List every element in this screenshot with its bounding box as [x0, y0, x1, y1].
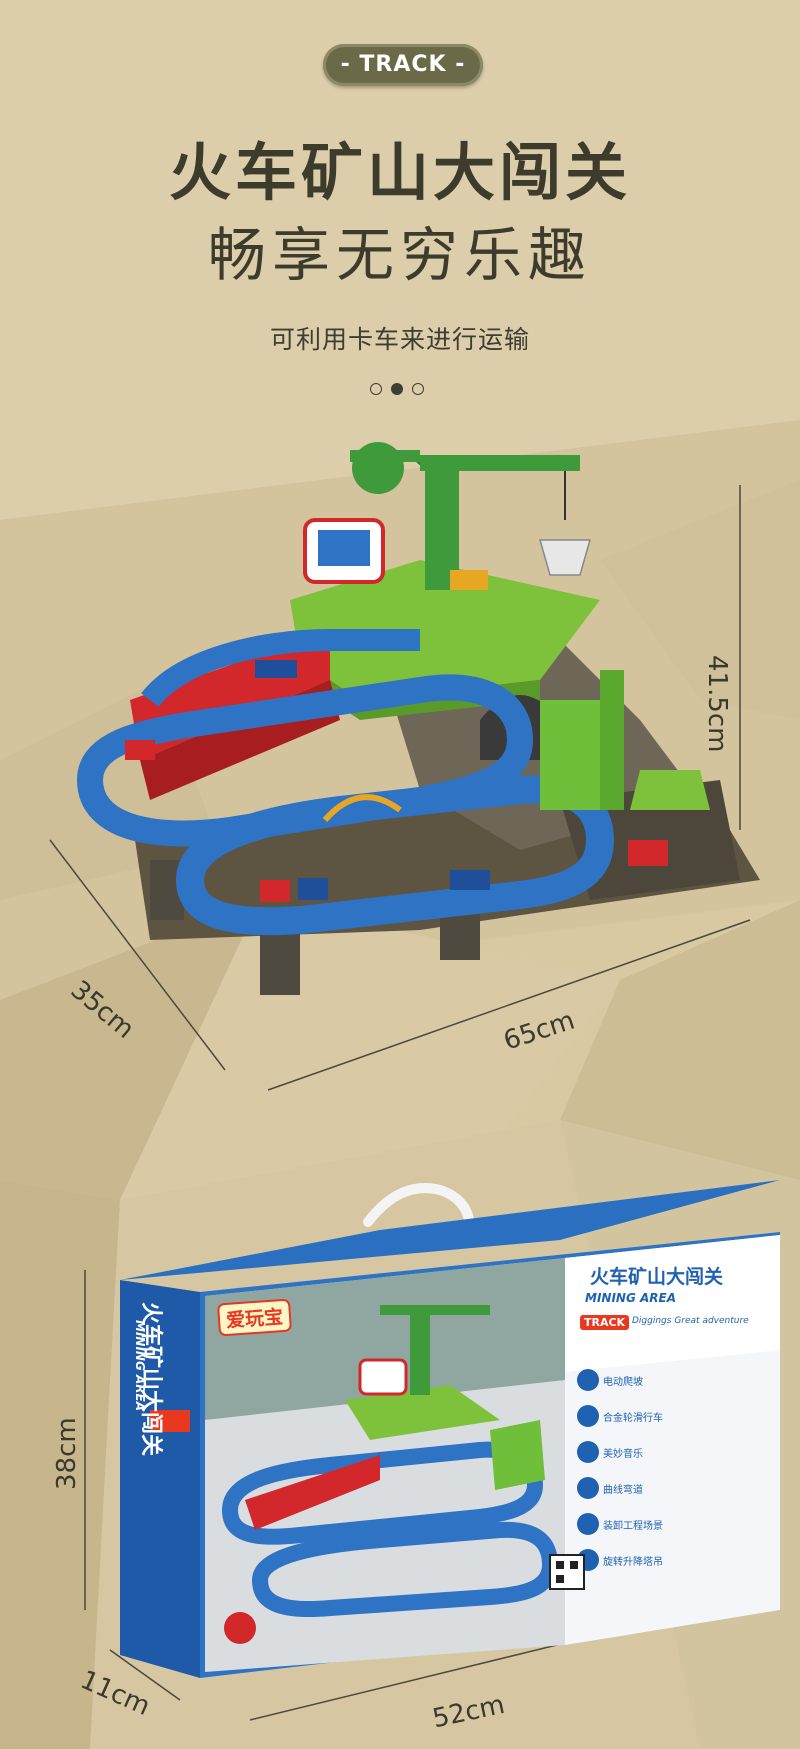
- toy-playset: [76, 442, 760, 995]
- carousel-dot[interactable]: [412, 383, 424, 395]
- box-side-subtitle: MINING AREA: [133, 1320, 147, 1411]
- headline-title: 火车矿山大闯关: [168, 136, 631, 209]
- headline-caption: 可利用卡车来进行运输: [269, 325, 530, 354]
- carousel-dot[interactable]: [370, 383, 382, 395]
- feature-item: 合金轮滑行车: [603, 1413, 663, 1424]
- box-height-dimension: 38cm: [52, 1417, 82, 1490]
- feature-item: 旋转升降塔吊: [603, 1557, 663, 1568]
- box-panel-subtitle: MINING AREA: [585, 1291, 676, 1305]
- box-track-label: TRACK: [580, 1315, 630, 1330]
- carousel-dots: [370, 383, 424, 395]
- carousel-dot-active[interactable]: [391, 383, 403, 395]
- dimension-lines: [49, 485, 751, 1721]
- height-dimension: 41.5cm: [702, 655, 732, 753]
- feature-item: 装卸工程场景: [603, 1521, 663, 1532]
- track-badge: - TRACK -: [323, 44, 483, 86]
- feature-item: 美妙音乐: [603, 1449, 643, 1460]
- box-panel-title: 火车矿山大闯关: [590, 1266, 724, 1288]
- feature-item: 曲线弯道: [603, 1485, 643, 1496]
- feature-item: 电动爬坡: [603, 1377, 643, 1388]
- package-box: [120, 1180, 780, 1678]
- headline-subtitle: 畅享无穷乐趣: [207, 221, 592, 289]
- box-tagline: Diggings Great adventure: [632, 1316, 749, 1326]
- brand-logo: 爱玩宝: [216, 1298, 293, 1337]
